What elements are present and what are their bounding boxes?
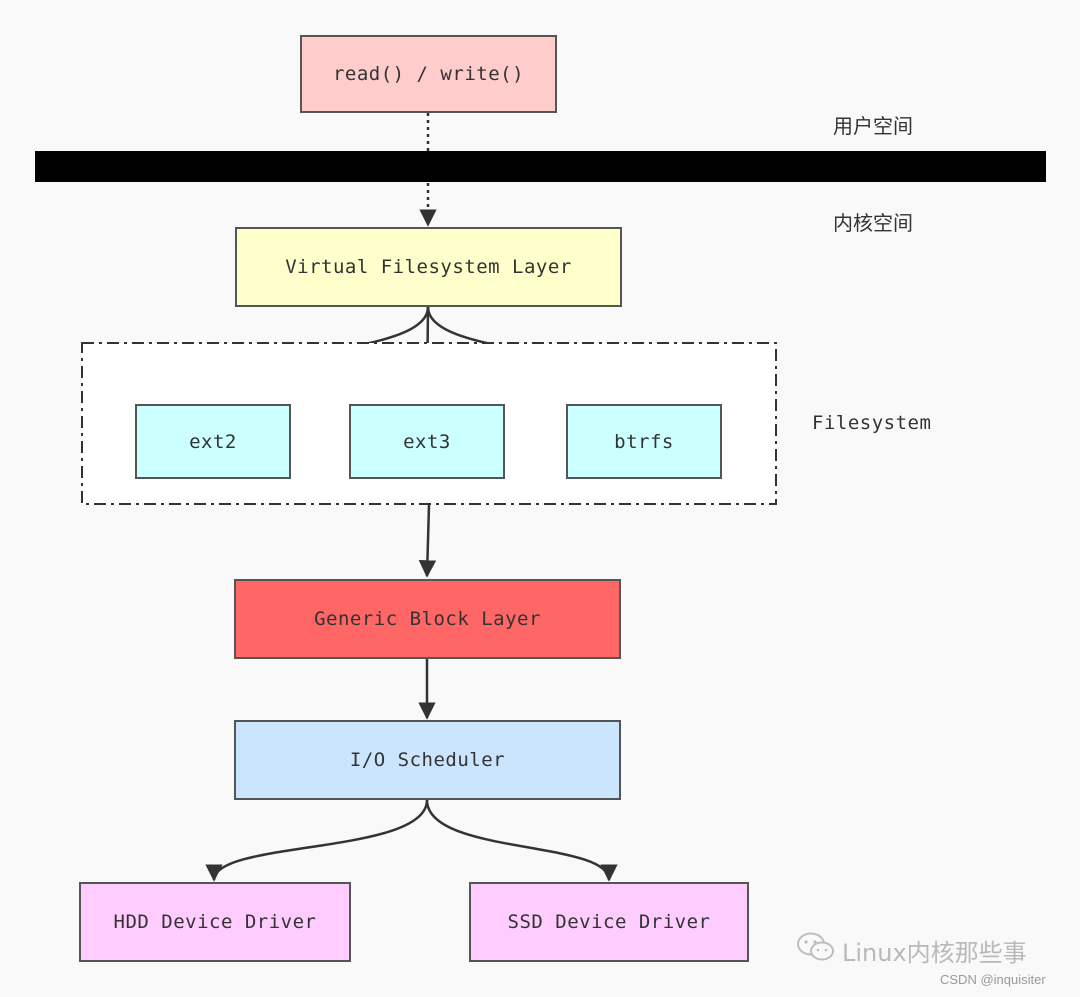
csdn-credit: CSDN @inquisiter xyxy=(940,972,1046,987)
wechat-icon xyxy=(796,932,836,968)
user-space-label: 用户空间 xyxy=(833,114,913,138)
ssd-driver-node: SSD Device Driver xyxy=(469,882,749,962)
vfs-node: Virtual Filesystem Layer xyxy=(235,227,622,307)
kernel-space-label: 内核空间 xyxy=(833,211,913,235)
io-scheduler-node: I/O Scheduler xyxy=(234,720,621,800)
filesystem-group-label: Filesystem xyxy=(812,412,932,434)
btrfs-node: btrfs xyxy=(566,404,722,479)
arrow-filesystem-to-block xyxy=(418,504,437,578)
syscall-node: read() / write() xyxy=(300,35,557,113)
ext2-node: ext2 xyxy=(135,404,291,479)
user-kernel-divider xyxy=(35,151,1046,182)
generic-block-layer-node: Generic Block Layer xyxy=(234,579,621,659)
watermark-text: Linux内核那些事 xyxy=(842,938,1027,967)
arrow-scheduler-to-hdd xyxy=(205,799,429,882)
watermark: Linux内核那些事 xyxy=(796,932,1027,968)
hdd-driver-node: HDD Device Driver xyxy=(79,882,351,962)
ext3-node: ext3 xyxy=(349,404,505,479)
arrow-scheduler-to-ssd xyxy=(425,799,618,882)
